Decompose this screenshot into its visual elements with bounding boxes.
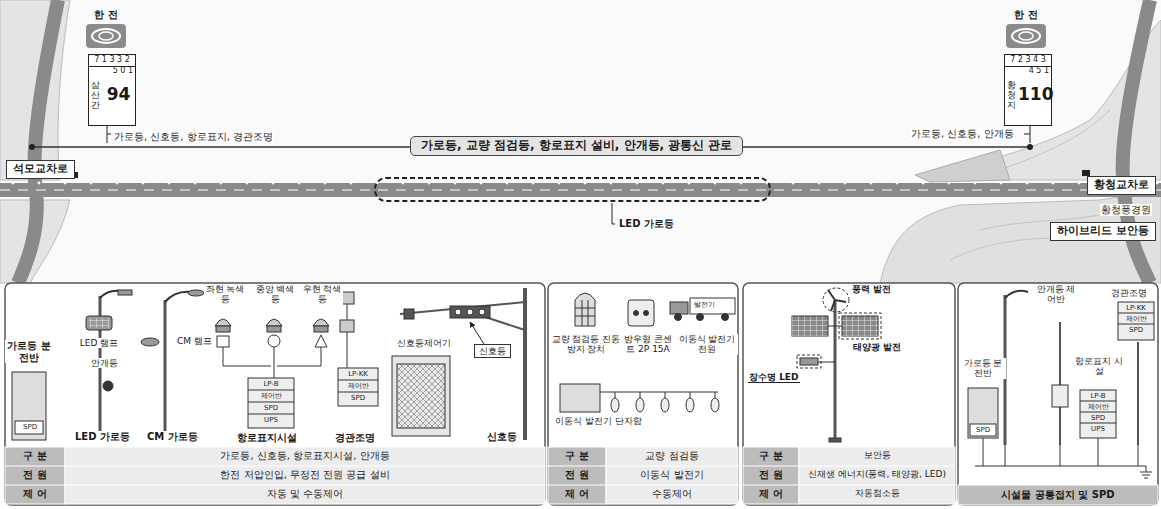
- pole-number: 94: [102, 85, 135, 104]
- kepco-sign: 한 전: [1006, 24, 1046, 48]
- caption-label: 이동식 발전기 전원: [676, 334, 738, 355]
- cell-text: SPD: [1118, 326, 1154, 334]
- cell-text: SPD: [970, 426, 996, 434]
- label-box: 황청교차로: [1087, 176, 1156, 195]
- pole-line-name: 삼산간: [91, 81, 100, 111]
- caption-label: 가로등, 신호등, 항로표지, 경관조명: [113, 131, 274, 143]
- caption-label: 경관조명: [1110, 288, 1148, 298]
- caption-label: 항로표지시설: [236, 432, 298, 444]
- caption-label: 장수명 LED: [748, 372, 800, 383]
- pole-number: 110: [1018, 85, 1051, 104]
- cell-text: 한전 저압인입, 무정전 전원 공급 설비: [65, 469, 545, 481]
- label-box: 가로등, 교량 점검등, 항로표지 설비, 안개등, 광통신 관로: [410, 136, 743, 156]
- terrain: [0, 0, 1161, 283]
- panel1-art: [12, 288, 525, 442]
- pole-line-name: 황청지: [1007, 81, 1016, 111]
- cell-text: 제어반: [338, 382, 378, 390]
- cell-text: 수동제어: [606, 488, 738, 500]
- caption-label: 안개등: [90, 358, 119, 368]
- caption-label: 신호등제어기: [396, 338, 452, 348]
- box-text: 하이브리드 보안등: [1057, 224, 1149, 237]
- pole-code: 4 5 1: [1005, 67, 1049, 76]
- cell-text: SPD: [248, 404, 294, 412]
- cell-text: 교량 점검등: [606, 450, 738, 462]
- caption-label: 우현 적색등: [301, 284, 343, 305]
- box-text: 가로등, 교량 점검등, 항로표지 설비, 안개등, 광통신 관로: [421, 138, 732, 152]
- cell-text: LP-B: [248, 380, 294, 388]
- cell-text: SPD: [338, 394, 378, 402]
- caption-label: 신호등: [486, 431, 518, 443]
- caption-label: 안개등 제어반: [1032, 284, 1080, 305]
- caption-label: LED 가로등: [618, 218, 675, 230]
- sign-title: 한 전: [86, 9, 126, 20]
- caption-label: 항로표지 시설: [1074, 356, 1124, 377]
- cell-text: 제 어: [548, 488, 606, 500]
- pole-plate: 7 2 3 4 34 5 1 황청지110: [1004, 54, 1052, 126]
- caption-label: 중앙 백색등: [254, 284, 296, 305]
- cell-text: 전 원: [548, 469, 606, 481]
- caption-label: 좌현 녹색등: [204, 284, 246, 305]
- cell-text: 전 원: [5, 469, 65, 481]
- cell-text: 자동점소등: [799, 488, 955, 498]
- cell-text: 보안등: [799, 450, 955, 460]
- caption-label: LED 가로등: [74, 431, 131, 443]
- kepco-sign: 한 전: [86, 24, 126, 48]
- cell-text: 발전기: [694, 301, 715, 309]
- caption-label: 이동식 발전기 단자함: [554, 416, 643, 426]
- cell-text: 가로등, 신호등, 항로표지시설, 안개등: [65, 450, 545, 462]
- caption-label: 황청풍경원: [1100, 204, 1152, 216]
- box-text: 석모교차로: [13, 162, 68, 175]
- cell-text: LP-KK: [1118, 304, 1154, 312]
- caption-label: 태양광 발전: [852, 342, 902, 352]
- cell-text: 제어반: [1080, 403, 1116, 411]
- cell-text: UPS: [1080, 425, 1116, 433]
- cell-text: 전 원: [743, 469, 799, 481]
- caption-label: 경관조명: [334, 432, 376, 444]
- caption-label: 가로등 분전반: [960, 358, 1006, 379]
- label-box: 하이브리드 보안등: [1050, 222, 1156, 241]
- cell-text: 제 어: [5, 488, 65, 500]
- cell-text: SPD: [14, 423, 46, 431]
- pole-code: 5 0 1: [89, 67, 133, 76]
- cell-text: 시설물 공통접지 및 SPD: [958, 489, 1158, 501]
- caption-label: 가로등, 신호등, 안개등: [910, 128, 1015, 140]
- caption-label: LED 램프: [72, 338, 126, 348]
- caption-label: 교량 점검등 진동방지 장치: [550, 334, 622, 355]
- cell-text: 이동식 발전기: [606, 469, 738, 481]
- cell-text: 제어반: [248, 392, 294, 400]
- box-text: 황청교차로: [1094, 178, 1149, 191]
- cell-text: 제 어: [743, 488, 799, 500]
- leader-lines: [29, 24, 1046, 150]
- caption-label: CM 가로등: [146, 431, 199, 443]
- label-box: 신호등: [474, 344, 511, 358]
- pole-code: 7 1 3 3 2: [89, 56, 135, 67]
- cell-text: LP-KK: [338, 370, 378, 378]
- cell-text: 구 분: [743, 450, 799, 462]
- panel3-art: [792, 288, 881, 442]
- caption-label: 풍력 발전: [851, 284, 892, 294]
- cell-text: UPS: [248, 416, 294, 424]
- roads: [0, 0, 1161, 283]
- sign-title: 한 전: [1006, 9, 1046, 20]
- pole-plate: 7 1 3 3 25 0 1 삼산간94: [88, 54, 136, 126]
- label-box: 석모교차로: [6, 160, 75, 179]
- cell-text: 구 분: [548, 450, 606, 462]
- cell-text: 자동 및 수동제어: [65, 488, 545, 500]
- panels: [5, 283, 1158, 505]
- cell-text: 제어반: [1118, 315, 1154, 323]
- cell-text: LP-B: [1080, 392, 1116, 400]
- box-text: 신호등: [479, 346, 506, 356]
- panel4-art: [968, 291, 1154, 478]
- caption-label: CM 램프: [176, 336, 213, 346]
- caption-label: 방우형 콘센트 2P 15A: [620, 334, 676, 355]
- pole-code: 7 2 3 4 3: [1005, 56, 1051, 67]
- cell-text: 신재생 에너지(풍력, 태양광, LED): [799, 469, 955, 479]
- cell-text: 구 분: [5, 450, 65, 462]
- caption-label: 가로등 분전반: [5, 340, 53, 363]
- cell-text: SPD: [1080, 414, 1116, 422]
